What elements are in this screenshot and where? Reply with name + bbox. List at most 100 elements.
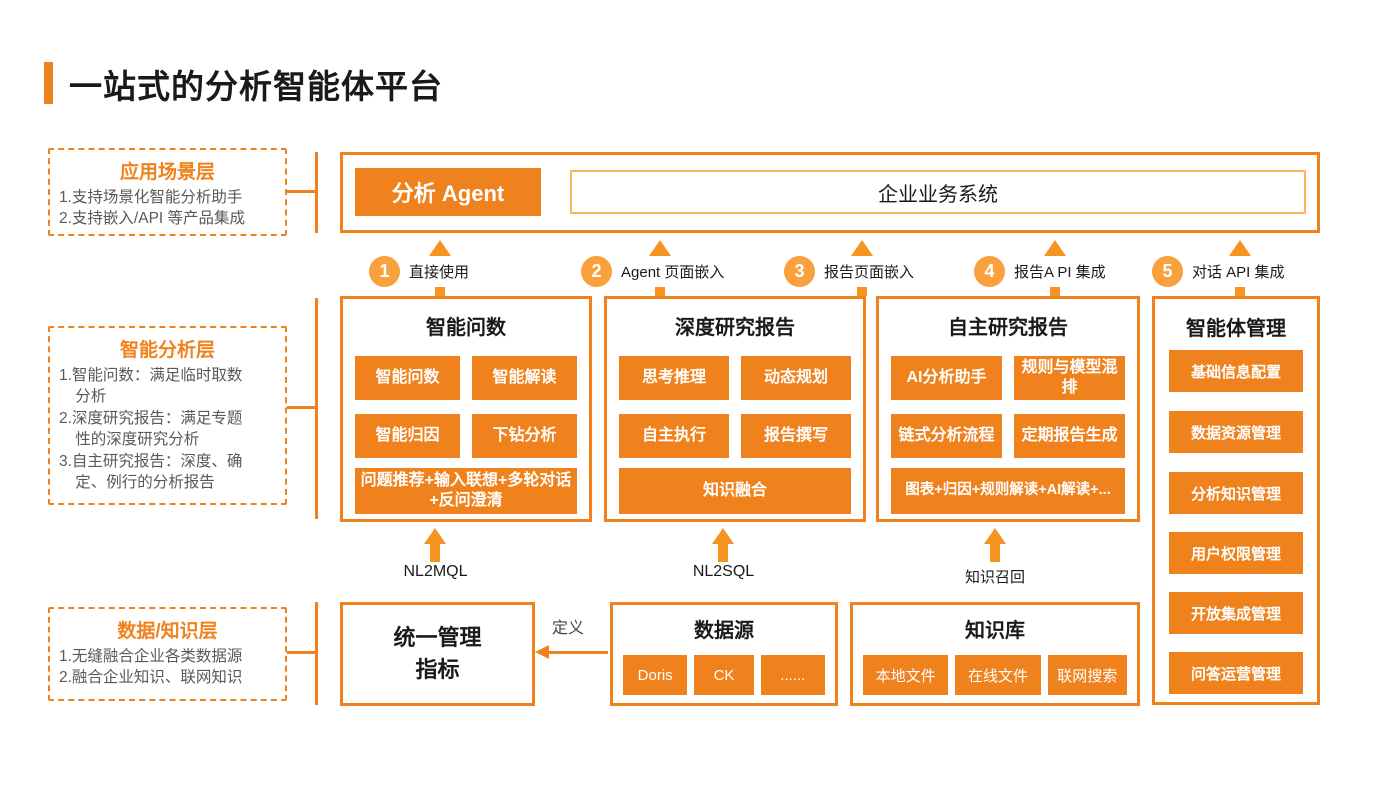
datasource-box: 数据源 Doris CK ......: [610, 602, 838, 706]
layer-point: 3.自主研究报告：深度、确 定、例行的分析报告: [59, 452, 243, 491]
feature-chip: 思考推理: [619, 356, 729, 400]
chip-row: 知识融合: [619, 468, 851, 514]
chip-row: 自主执行 报告撰写: [619, 414, 851, 458]
enterprise-system-box: 企业业务系统: [570, 170, 1306, 214]
feature-chip: 定期报告生成: [1014, 414, 1125, 458]
module-title: 智能体管理: [1186, 318, 1286, 340]
datasource-chip: ......: [760, 655, 825, 695]
connector-line: [287, 190, 318, 193]
number-badge: 4: [974, 256, 1005, 287]
feature-chip: 智能解读: [472, 356, 577, 400]
knowledge-chip: 联网搜索: [1047, 655, 1127, 695]
feature-chip: 智能归因: [355, 414, 460, 458]
feature-chip: 知识融合: [619, 468, 851, 514]
metrics-line: 指标: [415, 657, 460, 682]
integration-label: 直接使用: [409, 264, 470, 281]
chip-row: 智能归因 下钻分析: [355, 414, 577, 458]
datasource-chip: Doris: [623, 655, 688, 695]
integration-item-3: 3 报告页面嵌入: [784, 256, 920, 287]
number-badge: 1: [369, 256, 400, 287]
chip-row: 问题推荐+输入联想+多轮对话+反问澄清: [355, 468, 577, 514]
chip-row: AI分析助手 规则与模型混排: [891, 356, 1125, 400]
module-deep-research: 深度研究报告 思考推理 动态规划 自主执行 报告撰写 知识融合: [604, 296, 866, 522]
up-arrow-icon: [984, 528, 1006, 562]
feature-chip: 问答运营管理: [1169, 652, 1303, 694]
title-accent-bar: [44, 62, 53, 104]
bridge-label-knowledge-recall: 知识召回: [964, 569, 1025, 586]
feature-chip: 动态规划: [741, 356, 851, 400]
bridge-label-nl2mql: NL2MQL: [403, 563, 468, 580]
feature-chip: 自主执行: [619, 414, 729, 458]
knowledge-chip: 在线文件: [955, 655, 1041, 695]
module-title: 智能问数: [426, 317, 506, 339]
application-layer-container: 分析 Agent 企业业务系统: [340, 152, 1320, 233]
box-title: 数据源: [694, 620, 754, 642]
feature-chip: 链式分析流程: [891, 414, 1002, 458]
integration-label: Agent 页面嵌入: [621, 264, 725, 281]
knowledge-chip: 本地文件: [863, 655, 949, 695]
feature-chip: 分析知识管理: [1169, 472, 1303, 514]
connector-line: [315, 602, 318, 705]
datasource-chip: CK: [694, 655, 754, 695]
left-arrow-line: [548, 651, 608, 654]
integration-item-2: 2 Agent 页面嵌入: [581, 256, 730, 287]
number-badge: 5: [1152, 256, 1183, 287]
analysis-agent-box: 分析 Agent: [355, 168, 541, 216]
module-title: 深度研究报告: [675, 317, 795, 339]
chip-row: 本地文件 在线文件 联网搜索: [863, 655, 1127, 695]
connector-line: [315, 152, 318, 233]
module-auto-research: 自主研究报告 AI分析助手 规则与模型混排 链式分析流程 定期报告生成 图表+归…: [876, 296, 1140, 522]
bridge-label-nl2sql: NL2SQL: [692, 563, 755, 580]
layer-box-analysis: 智能分析层 1.智能问数：满足临时取数 分析 2.深度研究报告：满足专题 性的深…: [48, 326, 287, 505]
feature-chip: 开放集成管理: [1169, 592, 1303, 634]
layer-point: 2.深度研究报告：满足专题 性的深度研究分析: [59, 409, 243, 449]
feature-chip: 用户权限管理: [1169, 532, 1303, 574]
feature-chip: 规则与模型混排: [1014, 356, 1125, 400]
layer-box-data-knowledge: 数据/知识层 1.无缝融合企业各类数据源 2.融合企业知识、联网知识: [48, 607, 287, 701]
feature-chip: 数据资源管理: [1169, 411, 1303, 453]
integration-label: 对话 API 集成: [1192, 264, 1285, 281]
connector-line: [287, 651, 318, 654]
unified-metrics-box: 统一管理 指标: [340, 602, 535, 706]
feature-chip: 报告撰写: [741, 414, 851, 458]
feature-chip: 智能问数: [355, 356, 460, 400]
layer-point: 1.支持场景化智能分析助手: [59, 189, 243, 206]
knowledge-base-box: 知识库 本地文件 在线文件 联网搜索: [850, 602, 1140, 706]
up-arrow-icon: [424, 528, 446, 562]
layer-point: 1.智能问数：满足临时取数 分析: [59, 367, 243, 406]
chip-row: 图表+归因+规则解读+AI解读+...: [891, 468, 1125, 514]
feature-chip: 图表+归因+规则解读+AI解读+...: [891, 468, 1125, 514]
feature-chip: 基础信息配置: [1169, 350, 1303, 392]
up-arrow-icon: [712, 528, 734, 562]
layer-point: 1.无缝融合企业各类数据源: [59, 648, 243, 665]
module-title: 自主研究报告: [948, 317, 1068, 339]
feature-chip: 问题推荐+输入联想+多轮对话+反问澄清: [355, 468, 577, 514]
chip-row: 智能问数 智能解读: [355, 356, 577, 400]
number-badge: 2: [581, 256, 612, 287]
layer-title: 数据/知识层: [117, 621, 218, 642]
integration-item-4: 4 报告A PI 集成: [974, 256, 1111, 287]
layer-point: 2.支持嵌入/API 等产品集成: [59, 210, 246, 228]
layer-title: 智能分析层: [119, 340, 215, 361]
left-arrow-icon: [535, 645, 549, 659]
integration-item-5: 5 对话 API 集成: [1152, 256, 1290, 287]
page-title: 一站式的分析智能体平台: [69, 68, 443, 105]
box-title: 知识库: [965, 620, 1025, 642]
module-smart-query: 智能问数 智能问数 智能解读 智能归因 下钻分析 问题推荐+输入联想+多轮对话+…: [340, 296, 592, 522]
feature-chip: 下钻分析: [472, 414, 577, 458]
connector-line: [287, 406, 318, 409]
connector-line: [315, 298, 318, 519]
layer-box-application: 应用场景层 1.支持场景化智能分析助手 2.支持嵌入/API 等产品集成: [48, 148, 287, 236]
number-badge: 3: [784, 256, 815, 287]
layer-point: 2.融合企业知识、联网知识: [59, 669, 243, 687]
chip-row: 链式分析流程 定期报告生成: [891, 414, 1125, 458]
layer-title: 应用场景层: [119, 162, 215, 183]
integration-item-1: 1 直接使用: [369, 256, 475, 287]
chip-row: 思考推理 动态规划: [619, 356, 851, 400]
integration-label: 报告页面嵌入: [824, 264, 915, 281]
feature-chip: AI分析助手: [891, 356, 1002, 400]
module-agent-management: 智能体管理 基础信息配置 数据资源管理 分析知识管理 用户权限管理 开放集成管理…: [1152, 296, 1320, 705]
integration-label: 报告A PI 集成: [1014, 264, 1106, 281]
chip-row: Doris CK ......: [623, 655, 825, 695]
